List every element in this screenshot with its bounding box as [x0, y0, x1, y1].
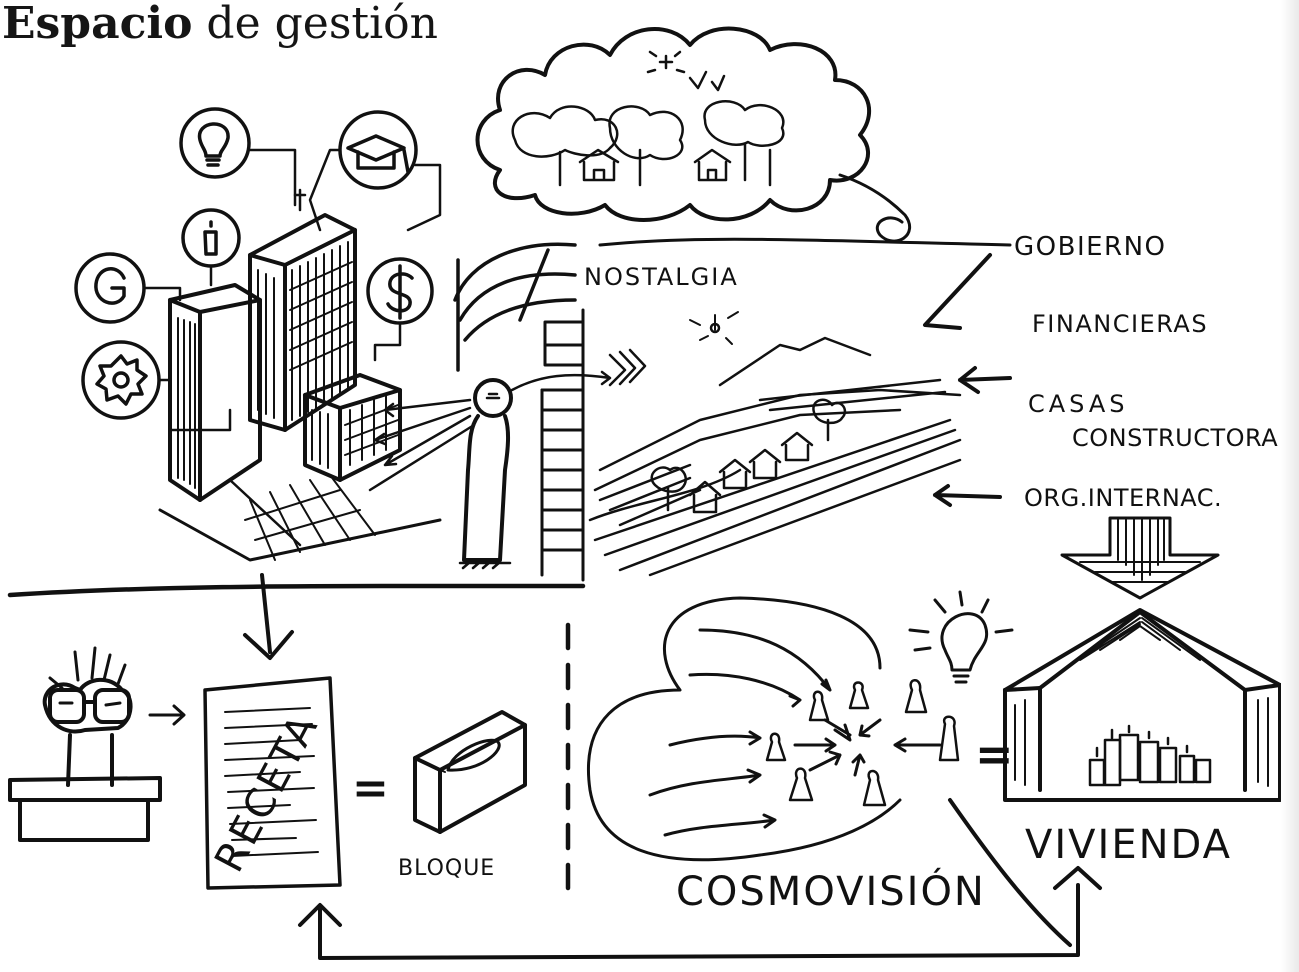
- cloud-trees: [511, 50, 785, 187]
- bloque-label: BLOQUE: [398, 856, 495, 881]
- person-figure: [458, 378, 513, 570]
- casas-label: CASAS: [1028, 390, 1129, 418]
- vivienda-people: [1088, 724, 1212, 787]
- g-letter-icon: [74, 252, 146, 324]
- gobierno-label: GOBIERNO: [1014, 232, 1167, 262]
- section-divider: [7, 583, 586, 891]
- receta-document: [203, 676, 342, 890]
- thought-cloud: [475, 26, 1012, 247]
- feedback-loop-arrow: [298, 798, 1102, 960]
- cosmovision-loop: [587, 596, 942, 862]
- constructora-label: CONSTRUCTORA: [1072, 424, 1278, 452]
- page-title: Espacio de gestión: [2, 0, 438, 49]
- nostalgia-label: NOSTALGIA: [584, 263, 739, 291]
- info-icon: [181, 208, 241, 268]
- title-bold: Espacio: [2, 0, 193, 49]
- building-windows: [177, 241, 399, 561]
- graduation-cap-icon: [338, 110, 418, 190]
- idea-lightbulb-icon: [908, 590, 1014, 684]
- cosmovision-label: COSMOVISIÓN: [676, 867, 986, 915]
- cosmovision-people: [765, 679, 960, 807]
- concrete-block: [413, 710, 527, 834]
- title-rest: de gestión: [192, 0, 438, 49]
- nostalgia-arcs: [453, 242, 577, 372]
- financieras-label: FINANCIERAS: [1032, 310, 1208, 338]
- lightbulb-icon: [179, 107, 251, 179]
- paper-edge-shadow: [1281, 0, 1299, 972]
- gear-icon: [81, 340, 161, 420]
- dollar-icon: [366, 257, 434, 325]
- equals-receta-bloque: =: [352, 763, 389, 814]
- buildings: [158, 213, 442, 562]
- person-gaze-arrows: [368, 348, 647, 492]
- down-arrow-big: [1060, 516, 1220, 600]
- equals-cosmovision-vivienda: =: [975, 727, 1014, 781]
- bureaucrat-figure: [8, 646, 162, 842]
- vivienda-label: VIVIENDA: [1025, 822, 1232, 868]
- down-arrow-receta: [243, 573, 294, 660]
- actor-arrows: [923, 253, 1012, 507]
- divider-tower: [540, 308, 585, 582]
- arrow-to-receta: [148, 704, 186, 726]
- rural-landscape: [588, 311, 962, 577]
- vivienda-house: [1003, 608, 1282, 802]
- org-internac-label: ORG.INTERNAC.: [1024, 484, 1222, 512]
